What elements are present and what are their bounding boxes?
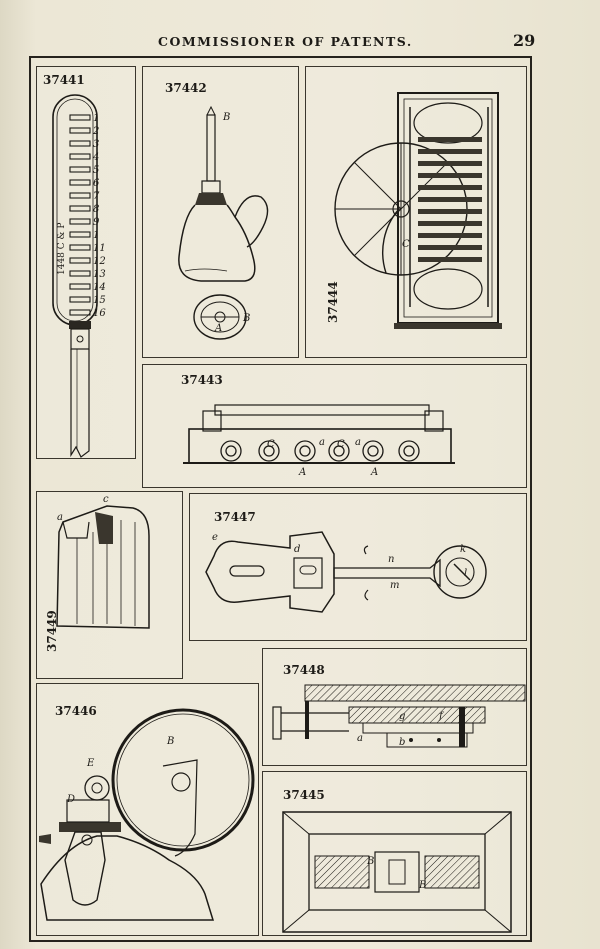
- panel-37449: 37449 a c: [36, 491, 183, 679]
- running-title: COMMISSIONER OF PATENTS.: [158, 34, 413, 49]
- tag-number: 8: [93, 204, 99, 215]
- letter-C: C: [267, 439, 275, 450]
- tag-number: 12: [93, 256, 106, 267]
- panel-37447: 37447 d n m k e l: [189, 493, 527, 641]
- tag-number: 9: [93, 217, 100, 228]
- tag-number: 1: [93, 230, 99, 241]
- tag-number: 14: [93, 282, 106, 293]
- panel-37444: 37444 C: [305, 66, 527, 358]
- tag-number: 2: [92, 126, 99, 137]
- figure-number-37445: 37445: [283, 788, 325, 802]
- panel-37445: 37445 B B: [262, 771, 527, 936]
- tag-number: 16: [93, 308, 106, 319]
- drawing-37448: g f b a: [272, 684, 526, 748]
- figure-frame: [29, 56, 532, 942]
- letter-a: a: [57, 512, 63, 523]
- tag-number: 6: [93, 178, 100, 189]
- tag-label: 1448 C & P: [57, 223, 67, 275]
- letter-d: d: [294, 544, 300, 555]
- letter-B: B: [366, 856, 374, 867]
- figure-number-37448: 37448: [283, 663, 325, 677]
- letter-A: A: [370, 467, 378, 478]
- letter-m: m: [390, 580, 399, 591]
- drawing-37442: B B A: [178, 105, 269, 340]
- drawing-37444: C: [334, 92, 502, 329]
- drawing-37447: d n m k e l: [205, 531, 487, 613]
- letter-E: E: [86, 758, 95, 769]
- letter-a: a: [357, 733, 363, 744]
- page-number: 29: [513, 31, 536, 50]
- panel-37443: 37443 C a C a A A: [142, 364, 527, 488]
- letter-b: b: [399, 737, 405, 748]
- letter-f: f: [438, 711, 445, 722]
- figure-number-37442: 37442: [165, 81, 207, 95]
- tag-number: 3: [93, 139, 99, 150]
- letter-B: B: [222, 112, 230, 123]
- letter-A: A: [298, 467, 306, 478]
- letter-D: D: [66, 794, 75, 805]
- panel-37442: 37442 B B A: [142, 66, 299, 358]
- tag-number: 1: [93, 113, 99, 124]
- drawing-37445: B B: [282, 811, 512, 933]
- figure-number-37441: 37441: [43, 73, 85, 87]
- figure-number-37446: 37446: [55, 704, 97, 718]
- panel-37448: 37448 g f b a: [262, 648, 527, 766]
- letter-g: g: [399, 711, 405, 722]
- drawing-37443: C a C a A A: [183, 404, 455, 478]
- drawing-37449: a c: [56, 494, 150, 629]
- letter-B: B: [166, 736, 174, 747]
- letter-c: c: [103, 494, 109, 505]
- letter-B: B: [242, 313, 250, 324]
- tag-number: 15: [93, 295, 106, 306]
- tag-number: 7: [93, 191, 100, 202]
- letter-B: B: [418, 880, 426, 891]
- letter-A: A: [214, 323, 222, 334]
- tag-number: 13: [93, 269, 106, 280]
- tag-number: 11: [93, 243, 106, 254]
- letter-k: k: [460, 544, 466, 555]
- letter-C: C: [402, 239, 410, 250]
- panel-37446: 37446 B E D: [36, 683, 259, 936]
- figure-number-37443: 37443: [181, 373, 223, 387]
- tag-number: 4: [92, 152, 99, 163]
- tag-number: 5: [93, 165, 99, 176]
- letter-n: n: [388, 554, 394, 565]
- drawing-37446: B E D: [39, 708, 255, 921]
- letter-a: a: [355, 437, 361, 448]
- letter-l: l: [464, 568, 467, 579]
- letter-a: a: [319, 437, 325, 448]
- letter-C: C: [337, 439, 345, 450]
- letter-e: e: [212, 532, 218, 543]
- figure-number-37447: 37447: [214, 510, 256, 524]
- panel-37441: 37441 1 2 3 4 5 6 7 8: [36, 66, 136, 459]
- drawing-37441: 1 2 3 4 5 6 7 8 9 1 11 12 13 14 15 16 14…: [52, 94, 106, 458]
